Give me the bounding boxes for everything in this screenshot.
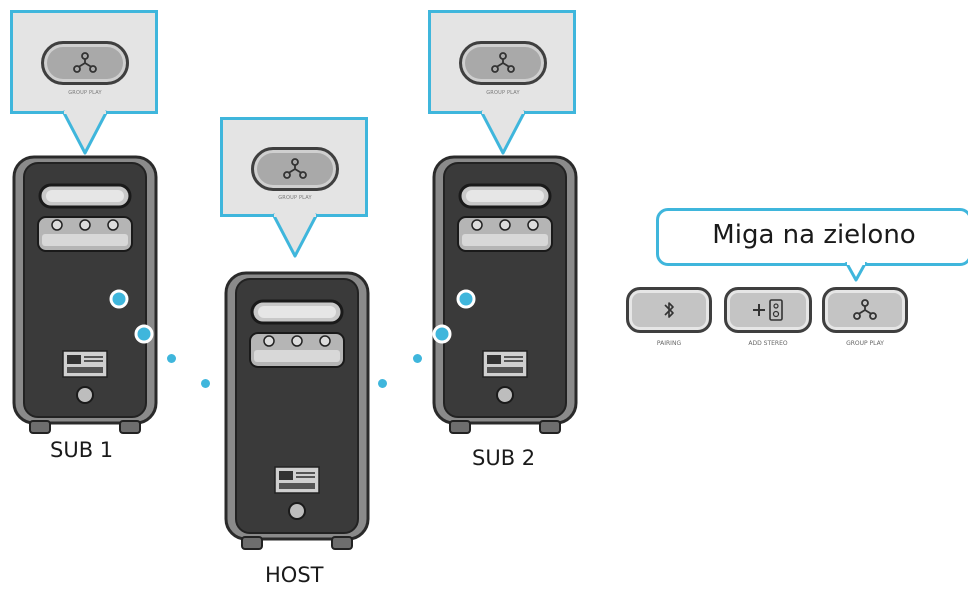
blink-status-text: Miga na zielono — [712, 220, 916, 250]
blink-status-callout: Miga na zielono — [656, 208, 968, 266]
group-play-button[interactable] — [41, 41, 129, 85]
sub2-callout-tail — [479, 110, 527, 155]
connection-dot — [201, 379, 210, 388]
group-play-button-legend[interactable] — [822, 287, 908, 333]
sub1-label: SUB 1 — [50, 438, 114, 462]
add-stereo-icon — [753, 299, 783, 321]
pairing-caption: PAIRING — [656, 340, 682, 347]
host-button-callout: GROUP PLAY — [220, 117, 368, 217]
speaker-sub1 — [12, 155, 158, 434]
add-stereo-button[interactable] — [724, 287, 812, 333]
host-callout-tail — [271, 213, 319, 258]
connection-dot — [413, 354, 422, 363]
sub2-led-indicator — [456, 289, 476, 309]
group-play-legend-caption: GROUP PLAY — [846, 340, 884, 347]
group-play-icon — [283, 158, 307, 179]
group-play-caption: GROUP PLAY — [278, 195, 312, 201]
connection-dot — [378, 379, 387, 388]
sub2-label: SUB 2 — [472, 446, 536, 470]
group-play-caption: GROUP PLAY — [486, 90, 520, 96]
add-stereo-caption: ADD STEREO — [748, 340, 788, 347]
sub2-side-led — [432, 324, 452, 344]
sub1-side-led — [134, 324, 154, 344]
speaker-host — [224, 271, 370, 550]
group-play-icon — [853, 299, 877, 320]
sub2-button-callout: GROUP PLAY — [428, 10, 576, 114]
speaker-sub2 — [432, 155, 578, 434]
sub1-callout-tail — [61, 110, 109, 155]
group-play-icon — [491, 52, 515, 73]
group-play-caption: GROUP PLAY — [68, 90, 102, 96]
connection-dot — [167, 354, 176, 363]
host-label: HOST — [265, 563, 324, 587]
bluetooth-icon — [664, 302, 674, 318]
pairing-button[interactable] — [626, 287, 712, 333]
group-play-button[interactable] — [459, 41, 547, 85]
group-play-icon — [73, 52, 97, 73]
blink-callout-tail — [844, 262, 868, 282]
group-play-button[interactable] — [251, 147, 339, 191]
sub1-button-callout: GROUP PLAY — [10, 10, 158, 114]
sub1-led-indicator — [109, 289, 129, 309]
